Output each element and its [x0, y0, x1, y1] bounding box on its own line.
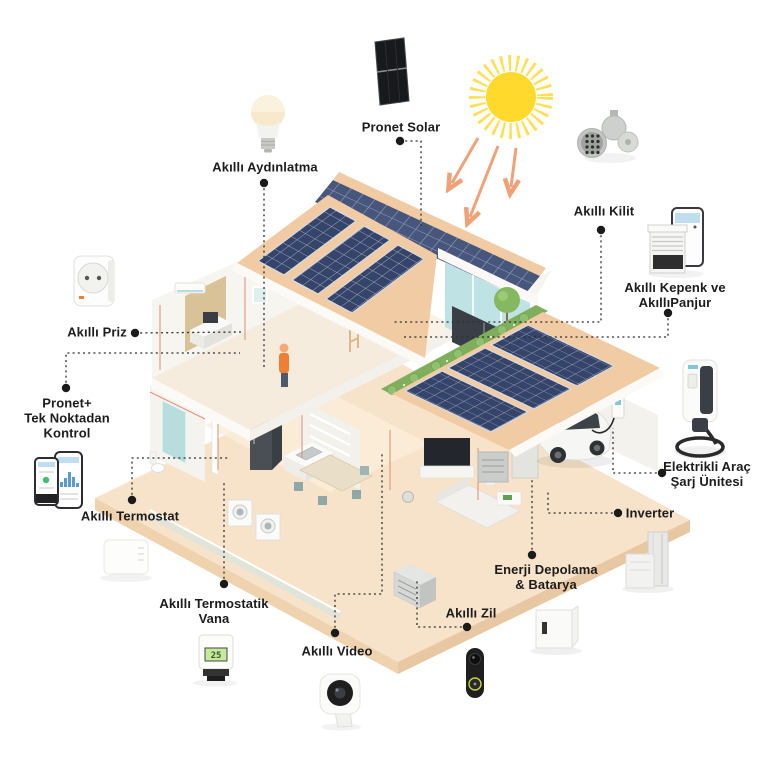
- shutter-phone-icon: [647, 207, 704, 278]
- radiator-valve-icon: 25: [193, 634, 237, 687]
- attic-wiring: [159, 270, 246, 370]
- dot-zil: [462, 622, 472, 632]
- dot-termostat: [127, 495, 137, 505]
- connectors: [65, 140, 669, 633]
- label-elektrikli-arac-sarj: Elektrikli Araç Şarj Ünitesi: [663, 458, 751, 489]
- dot-aydinlatma: [259, 178, 269, 188]
- video-doorbell-icon: [466, 648, 484, 698]
- dot-video: [330, 628, 340, 638]
- heat-pump: [393, 564, 436, 609]
- label-akilli-termostat: Akıllı Termostat: [80, 508, 180, 524]
- connector-dots: [61, 136, 673, 638]
- dot-termostatik-vana: [219, 579, 229, 589]
- sofa: [435, 477, 522, 529]
- sun-icon: [469, 55, 553, 139]
- house-illustration: [95, 172, 690, 674]
- label-pronet-solar: Pronet Solar: [361, 119, 441, 135]
- connector-priz: [134, 331, 244, 334]
- inverter-icon: [622, 531, 674, 593]
- dot-kepenk: [663, 308, 673, 318]
- roof-right-solar: [392, 312, 666, 457]
- label-akilli-aydinlatma: Akıllı Aydınlatma: [212, 159, 318, 175]
- dining-table: [294, 454, 373, 505]
- desk: [190, 312, 232, 349]
- thermostat-icon: [100, 539, 152, 582]
- valve-display: 25: [211, 651, 222, 661]
- robot-vacuum: [402, 491, 414, 503]
- connector-termostat: [131, 457, 230, 500]
- kitchen-shelves: [309, 412, 351, 458]
- washing-machines: [227, 499, 281, 541]
- label-pronet-plus: Pronet+ Tek Noktadan Kontrol: [24, 395, 110, 441]
- dot-pronet-plus: [61, 383, 71, 393]
- wall-picture: [252, 286, 268, 304]
- toilet: [151, 463, 165, 473]
- dot-pronet-solar: [395, 136, 405, 146]
- dot-enerji: [527, 550, 537, 560]
- label-akilli-kilit: Akıllı Kilit: [573, 203, 635, 219]
- person: [279, 343, 289, 387]
- label-akilli-video: Akıllı Video: [301, 643, 373, 659]
- label-akilli-termostatik-vana: Akıllı Termostatik Vana: [159, 595, 269, 626]
- connector-inverter: [547, 492, 618, 514]
- dot-sarj: [657, 468, 667, 478]
- terrace-balustrade: [148, 509, 342, 620]
- connector-video: [334, 452, 383, 633]
- green-roof: [381, 305, 548, 395]
- connector-sarj: [612, 428, 662, 474]
- connector-pronet-solar: [400, 140, 422, 228]
- dot-kilit: [596, 225, 606, 235]
- battery-box-icon: [530, 605, 582, 655]
- dot-priz: [130, 328, 140, 338]
- shower-glass: [161, 398, 187, 466]
- label-inverter: Inverter: [625, 505, 675, 521]
- label-enerji-depolama: Enerji Depolama & Batarya: [494, 561, 598, 592]
- security-camera-icon: [319, 673, 361, 731]
- connector-pronet-plus: [65, 352, 240, 388]
- roof-left-solar: [231, 195, 437, 365]
- label-akilli-kepenk: Akıllı Kepenk ve AkıllıPanjur: [624, 279, 726, 310]
- smartphones-app-icon: [34, 451, 83, 509]
- sun-rays-arrows: [452, 137, 516, 217]
- dot-inverter: [613, 508, 623, 518]
- connector-zil: [416, 580, 467, 628]
- ev-charger-icon: [674, 359, 726, 458]
- smart-plug-icon: [73, 255, 115, 307]
- smart-lock-icon: [577, 110, 639, 163]
- roof-top-solar: [315, 172, 552, 300]
- tv-wall: [419, 438, 475, 479]
- label-akilli-zil: Akıllı Zil: [445, 605, 497, 621]
- solar-panel-icon: [374, 37, 410, 106]
- light-bulb-icon: [251, 95, 285, 153]
- label-akilli-priz: Akıllı Priz: [67, 324, 127, 340]
